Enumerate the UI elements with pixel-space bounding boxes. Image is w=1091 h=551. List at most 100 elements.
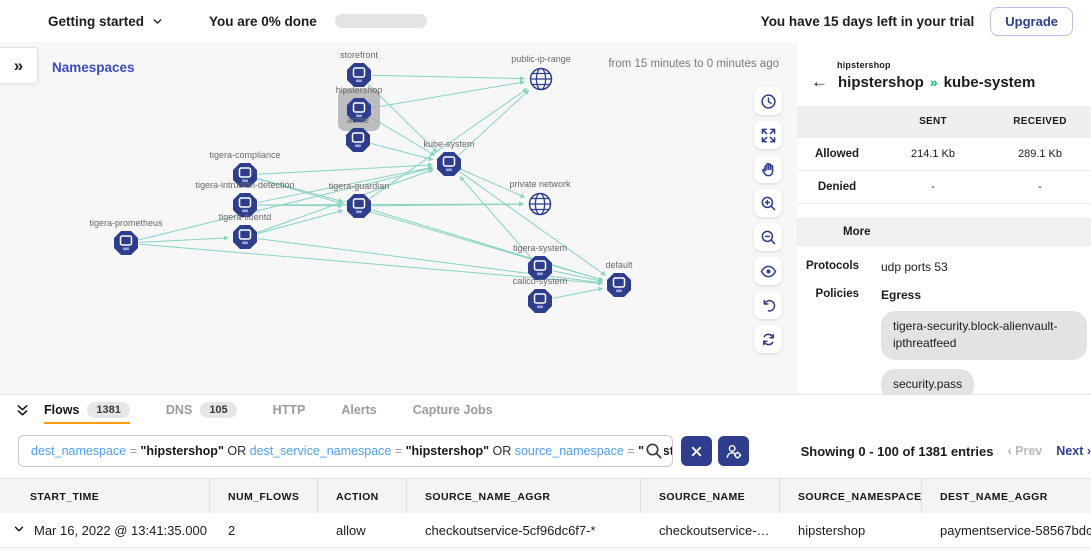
protocols-value: udp ports 53 bbox=[881, 260, 948, 274]
policy-pill[interactable]: security.pass bbox=[881, 368, 975, 394]
graph-edge-tigera-guardian-to-default[interactable] bbox=[371, 209, 604, 282]
graph-edge-tigera-fluentd-to-kube-system[interactable] bbox=[257, 168, 434, 234]
query-token-kw: OR bbox=[227, 444, 247, 458]
column-header-source-name-aggr[interactable]: SOURCE_NAME_AGGR bbox=[407, 479, 641, 514]
graph-edge-hipstershop-to-kube-system[interactable] bbox=[369, 116, 436, 156]
query-text: dest_namespace = "hipstershop" OR dest_s… bbox=[19, 444, 672, 458]
query-token-field: dest_service_namespace bbox=[249, 444, 392, 458]
next-page-button[interactable]: Next › bbox=[1056, 444, 1091, 458]
graph-edge-kube-system-to-default[interactable] bbox=[459, 171, 606, 276]
column-header-source-name[interactable]: SOURCE_NAME bbox=[641, 479, 780, 514]
undo-button[interactable] bbox=[754, 291, 782, 319]
row-expand-chevron-icon[interactable] bbox=[12, 522, 26, 539]
graph-node-label: tigera-compliance bbox=[209, 150, 280, 160]
column-header-start-time[interactable]: START_TIME bbox=[0, 479, 210, 514]
graph-edge-tigera-intrusion-detection-to-kube-system[interactable] bbox=[257, 165, 434, 203]
cell-num-flows: 2 bbox=[228, 522, 236, 538]
graph-edge-calico-system-to-default[interactable] bbox=[552, 286, 604, 299]
graph-node-kube-system[interactable]: kube-system bbox=[423, 139, 475, 176]
graph-node-default[interactable]: default bbox=[605, 260, 633, 297]
column-header-num-flows[interactable]: NUM_FLOWS bbox=[210, 479, 318, 514]
refresh-icon bbox=[762, 333, 774, 345]
graph-edge-tigera-guardian-to-public-ip-range[interactable] bbox=[369, 88, 528, 199]
progress-bar bbox=[334, 14, 427, 28]
graph-edge-tigera-system-to-default[interactable] bbox=[552, 270, 604, 283]
time-range-label: from 15 minutes to 0 minutes ago bbox=[608, 58, 779, 70]
tab-label: Capture Jobs bbox=[412, 403, 493, 417]
graph-edge-tigera-compliance-to-kube-system[interactable] bbox=[257, 162, 433, 175]
zoom-out-icon bbox=[761, 230, 775, 244]
tab-http[interactable]: HTTP bbox=[273, 395, 306, 425]
visibility-button[interactable] bbox=[754, 257, 782, 285]
graph-node-label: public-ip-range bbox=[511, 54, 571, 64]
graph-node-label: calico-system bbox=[513, 276, 568, 286]
graph-edge-kube-system-to-public-ip-range[interactable] bbox=[458, 89, 530, 156]
graph-node-storefront[interactable]: storefront bbox=[340, 50, 379, 87]
graph-node-tigera-intrusion-detection[interactable]: tigera-intrusion-detection bbox=[195, 180, 295, 217]
detail-source: hipstershop bbox=[838, 73, 924, 91]
tab-alerts[interactable]: Alerts bbox=[341, 395, 376, 425]
policy-pill[interactable]: tigera-security.block-alienvault-ipthrea… bbox=[881, 311, 1087, 360]
graph-node-tigera-compliance[interactable]: tigera-compliance bbox=[209, 150, 281, 187]
graph-edge-tigera-fluentd-to-tigera-guardian[interactable] bbox=[257, 209, 344, 235]
fit-screen-button[interactable] bbox=[754, 121, 782, 149]
detail-context-label: hipstershop bbox=[837, 60, 891, 70]
graph-edge-storefront-to-public-ip-range[interactable] bbox=[371, 74, 525, 82]
pan-icon bbox=[761, 162, 773, 176]
zoom-out-button[interactable] bbox=[754, 223, 782, 251]
graph-node-private-network[interactable]: private network bbox=[509, 179, 571, 216]
getting-started-dropdown[interactable]: Getting started bbox=[48, 14, 164, 29]
graph-edge-tigera-guardian-to-private-network[interactable] bbox=[371, 201, 524, 207]
customize-columns-button[interactable] bbox=[717, 436, 749, 466]
sidebar-expand-button[interactable]: » bbox=[0, 47, 38, 84]
column-header-dest-name-aggr[interactable]: DEST_NAME_AGGR bbox=[940, 490, 1048, 503]
table-footer-strip bbox=[0, 548, 1091, 551]
namespaces-graph[interactable]: storefront public-ip-range hipstershopacme… bbox=[0, 42, 797, 394]
trial-days-text: You have 15 days left in your trial bbox=[760, 13, 975, 29]
graph-node-calico-system[interactable]: calico-system bbox=[513, 276, 568, 313]
history-button[interactable] bbox=[754, 87, 782, 115]
tab-capture-jobs[interactable]: Capture Jobs bbox=[413, 395, 493, 425]
graph-node-acme[interactable]: acme bbox=[346, 115, 370, 152]
graph-edge-tigera-prometheus-to-tigera-fluentd[interactable] bbox=[138, 235, 229, 243]
graph-edge-tigera-compliance-to-tigera-guardian[interactable] bbox=[257, 177, 344, 203]
collapse-panel-button[interactable] bbox=[0, 395, 44, 425]
denied-received: - bbox=[989, 171, 1091, 204]
graph-node-tigera-fluentd[interactable]: tigera-fluentd bbox=[219, 212, 272, 249]
prev-page-button[interactable]: ‹ Prev bbox=[1007, 444, 1043, 458]
query-token-op: = bbox=[627, 444, 635, 458]
graph-edge-tigera-prometheus-to-default[interactable] bbox=[138, 243, 603, 286]
history-icon bbox=[760, 93, 776, 109]
graph-node-public-ip-range[interactable]: public-ip-range bbox=[511, 54, 571, 91]
graph-edge-tigera-prometheus-to-kube-system[interactable] bbox=[138, 166, 434, 241]
query-token-op: = bbox=[394, 444, 403, 458]
graph-node-label: private network bbox=[509, 179, 571, 189]
allowed-sent: 214.1 Kb bbox=[877, 138, 989, 171]
graph-node-tigera-guardian[interactable]: tigera-guardian bbox=[329, 181, 390, 218]
graph-edge-tigera-system-to-kube-system[interactable] bbox=[459, 176, 532, 259]
graph-edge-kube-system-to-private-network[interactable] bbox=[460, 168, 526, 198]
cell-source-name: checkoutservice-… bbox=[659, 522, 770, 538]
clear-filter-button[interactable] bbox=[680, 436, 712, 466]
flows-filter-row: dest_namespace = "hipstershop" OR dest_s… bbox=[0, 424, 1091, 478]
flows-search-input[interactable]: dest_namespace = "hipstershop" OR dest_s… bbox=[18, 435, 673, 467]
query-token-kw: OR bbox=[492, 444, 512, 458]
zoom-in-button[interactable] bbox=[754, 189, 782, 217]
upgrade-button[interactable]: Upgrade bbox=[990, 6, 1073, 36]
getting-started-label: Getting started bbox=[48, 13, 145, 29]
graph-node-tigera-system[interactable]: tigera-system bbox=[513, 243, 567, 280]
graph-edge-acme-to-kube-system[interactable] bbox=[370, 142, 434, 162]
graph-edge-hipstershop-to-public-ip-range[interactable] bbox=[371, 80, 526, 109]
pan-button[interactable] bbox=[754, 155, 782, 183]
graph-node-hipstershop[interactable]: hipstershop bbox=[336, 85, 383, 131]
column-header-source-namespace[interactable]: SOURCE_NAMESPACE bbox=[780, 479, 922, 514]
refresh-button[interactable] bbox=[754, 325, 782, 353]
back-arrow-icon[interactable]: ← bbox=[811, 72, 838, 92]
graph-node-tigera-prometheus[interactable]: tigera-prometheus bbox=[89, 218, 163, 255]
tab-label: Alerts bbox=[341, 403, 377, 417]
column-header-action[interactable]: ACTION bbox=[318, 479, 407, 514]
